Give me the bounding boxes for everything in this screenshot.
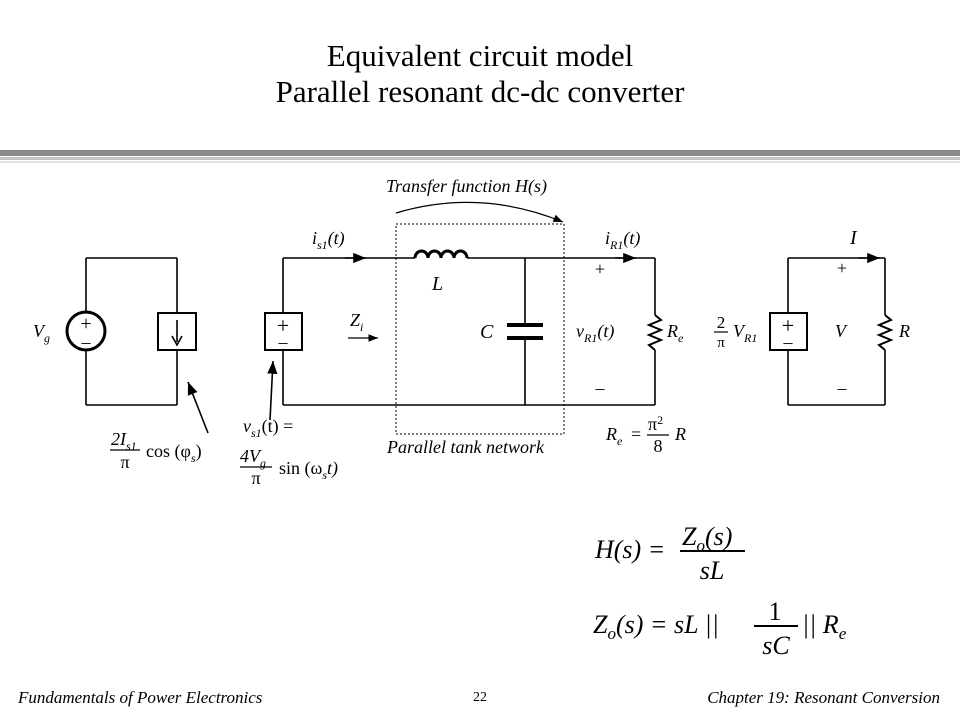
tank-circuit	[264, 201, 664, 435]
current-source-expression: 2Is1 π cos (φs)	[110, 429, 202, 472]
output-impedance-equation: Zo(s) = sL || 1 sC || Re	[593, 597, 847, 660]
parallel-tank-boundary	[395, 223, 565, 435]
transfer-function-equation: H(s) = Zo(s) sL	[594, 522, 745, 585]
controlled-current-source-icon	[157, 312, 197, 351]
transfer-function-arc	[395, 201, 564, 223]
vr1-minus-sign: –	[595, 378, 606, 398]
v-plus-sign: +	[837, 258, 847, 278]
vg-label: Vg	[33, 321, 50, 345]
load-resistor-label: R	[898, 321, 910, 341]
is1-label: is1(t)	[312, 228, 345, 252]
inductor-icon	[413, 249, 469, 259]
vr1-plus-sign: +	[595, 259, 605, 279]
vs1-expression: vs1(t) = 4Vg π sin (ωst)	[240, 416, 338, 488]
svg-text:π2: π2	[648, 413, 663, 434]
svg-text:8: 8	[654, 436, 663, 456]
svg-text:cos (φs): cos (φs)	[146, 441, 202, 465]
svg-text:Zo(s): Zo(s)	[682, 522, 732, 555]
svg-text:Re: Re	[605, 424, 623, 448]
svg-text:sL: sL	[700, 556, 725, 585]
vg-voltage-source-icon	[65, 310, 107, 352]
svg-text:H(s) =: H(s) =	[594, 535, 665, 564]
dc-voltage-source-icon	[769, 312, 808, 351]
title-divider-light	[0, 161, 960, 163]
svg-text:π: π	[251, 468, 260, 488]
dc-plus-sign: +	[782, 313, 794, 338]
title-line-1: Equivalent circuit model	[326, 38, 634, 73]
svg-text:R: R	[674, 424, 686, 444]
svg-text:2Is1: 2Is1	[111, 429, 137, 453]
footer-chapter: Chapter 19: Resonant Conversion	[707, 688, 940, 707]
svg-text:sin (ωst): sin (ωst)	[279, 458, 338, 482]
svg-text:1: 1	[769, 597, 782, 626]
svg-text:2: 2	[717, 313, 726, 332]
vs1-minus-sign: –	[278, 332, 289, 352]
ir1-label: iR1(t)	[605, 228, 640, 252]
svg-text:π: π	[717, 335, 725, 351]
title-divider-dark	[0, 150, 960, 156]
capacitor-label: C	[480, 321, 494, 343]
input-circuit	[65, 257, 209, 434]
zi-label: Zi	[350, 310, 363, 334]
output-voltage-label: V	[835, 321, 848, 341]
slide-title: Equivalent circuit model Parallel resona…	[0, 38, 960, 110]
footer-book-title: Fundamentals of Power Electronics	[18, 688, 263, 707]
output-current-label: I	[849, 227, 858, 249]
vr1-label: vR1(t)	[576, 321, 614, 345]
svg-text:VR1: VR1	[733, 321, 757, 345]
re-equation: Re = π2 8 R	[605, 413, 686, 456]
transfer-function-label: Transfer function H(s)	[386, 176, 547, 197]
title-line-2: Parallel resonant dc-dc converter	[275, 74, 685, 109]
inductor-label: L	[431, 273, 443, 295]
svg-text:π: π	[120, 452, 129, 472]
re-resistor-icon	[646, 314, 664, 351]
footer-page-number: 22	[473, 690, 487, 705]
output-circuit	[769, 252, 894, 406]
dc-minus-sign: –	[783, 332, 794, 352]
title-divider-mid	[0, 157, 960, 160]
v-minus-sign: –	[837, 378, 848, 398]
svg-text:|| Re: || Re	[802, 610, 847, 643]
vg-plus-sign: +	[80, 313, 91, 335]
re-label: Re	[666, 321, 684, 345]
load-resistor-icon	[876, 314, 894, 351]
tank-network-label: Parallel tank network	[386, 437, 545, 457]
svg-text:=: =	[631, 424, 641, 444]
vs1-voltage-source-icon	[264, 312, 303, 351]
svg-text:Zo(s) = sL ||: Zo(s) = sL ||	[593, 610, 719, 643]
svg-text:sC: sC	[762, 631, 790, 660]
dc-source-expression: 2 π VR1	[714, 313, 757, 351]
svg-text:4Vg: 4Vg	[240, 446, 266, 470]
vg-minus-sign: –	[81, 332, 92, 352]
vs1-plus-sign: +	[277, 313, 289, 338]
svg-text:vs1(t) =: vs1(t) =	[243, 416, 293, 440]
